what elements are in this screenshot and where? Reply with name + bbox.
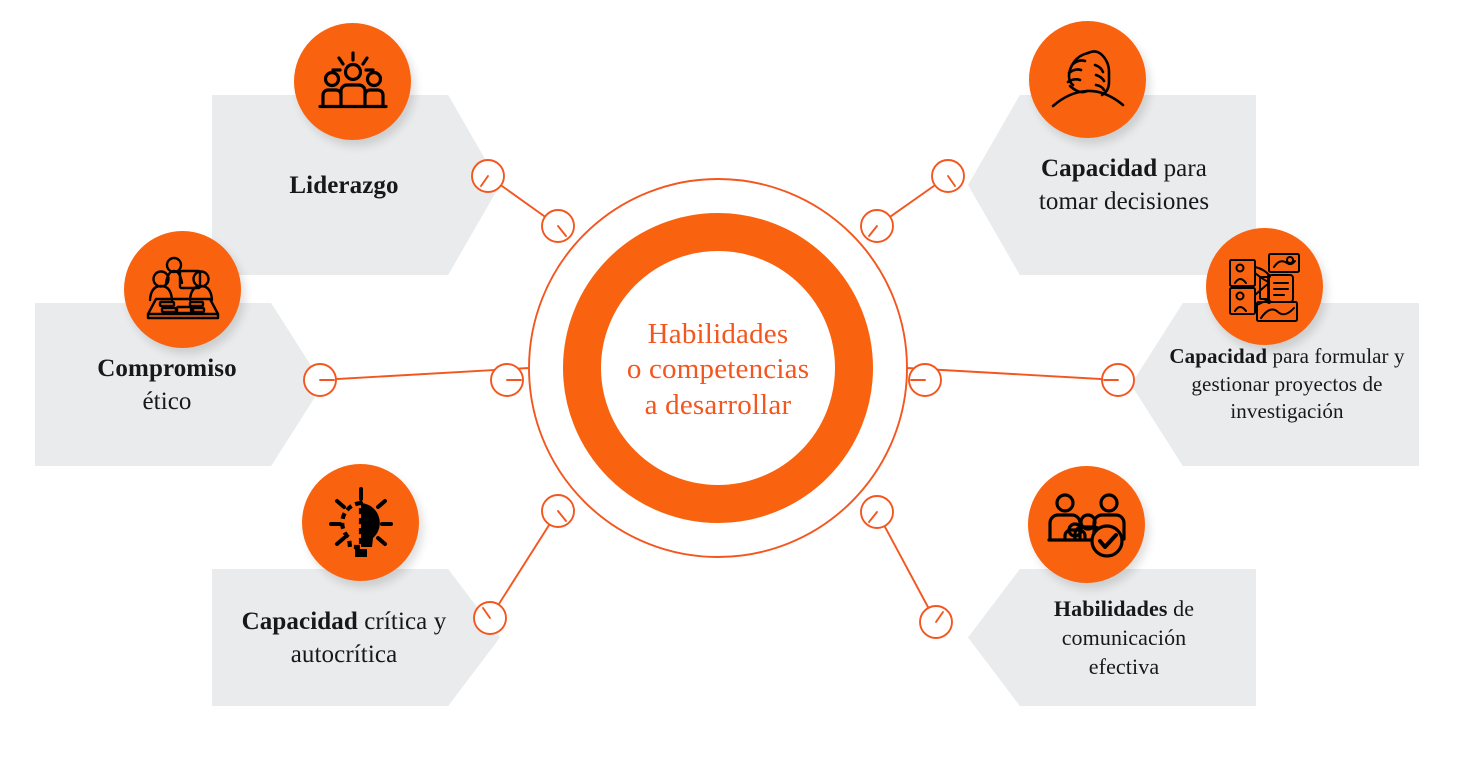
team-meeting-table-icon[interactable] (124, 231, 241, 348)
panel-decisiones-text: Capacidad para tomar decisiones (1029, 152, 1219, 218)
spoke-proyectos (906, 367, 1119, 381)
ring-node-proyectos (908, 363, 942, 397)
label-rest: autocrítica (290, 640, 398, 668)
label-bold: Compromiso (97, 354, 237, 382)
spoke-comunicacion (876, 511, 937, 623)
ring-node-critica (541, 494, 575, 528)
label-rest: gestionar proyectos de (1191, 371, 1383, 396)
label-bold: Capacidad (1169, 343, 1268, 368)
panel-critica-text: Capacidad crítica y autocrítica (232, 605, 457, 671)
center-title-line-2: o competencias (626, 353, 810, 386)
leadership-people-icon-glyph (317, 50, 388, 108)
panel-compromiso-text: Compromiso ético (87, 352, 246, 418)
label-rest: ético (142, 387, 192, 415)
label-bold: Capacidad (1041, 155, 1158, 182)
panel-node-proyectos (1101, 363, 1135, 397)
label-rest: para formular y (1267, 343, 1405, 368)
panel-capacidad-critica[interactable]: Capacidad crítica y autocrítica (212, 569, 500, 706)
panel-compromiso-etico[interactable]: Compromiso ético (35, 303, 323, 466)
handshake-clasped-hands-icon[interactable] (1029, 21, 1146, 138)
spoke-decisiones (876, 175, 949, 227)
lightbulb-idea-icon-glyph (328, 486, 393, 557)
ring-node-decisiones (860, 209, 894, 243)
panel-node-decisiones (931, 159, 965, 193)
team-meeting-table-icon-glyph (146, 256, 219, 319)
panel-liderazgo-text: Liderazgo (279, 169, 408, 202)
spoke-critica (489, 510, 559, 619)
project-planning-board-icon[interactable] (1206, 228, 1323, 345)
panel-node-comunicacion (919, 605, 953, 639)
handshake-clasped-hands-icon-glyph (1051, 49, 1124, 107)
ring-node-comunicacion (860, 495, 894, 529)
group-check-communication-icon-glyph (1046, 492, 1126, 558)
label-rest: efectiva (1088, 654, 1160, 680)
project-planning-board-icon-glyph (1228, 252, 1300, 322)
panel-comunicacion-text: Habilidades de comunicación efectiva (1044, 594, 1204, 681)
label-rest: investigación (1230, 399, 1344, 424)
center-title: Habilidades o competencias a desarrollar (598, 300, 838, 440)
label-bold: Habilidades (1053, 595, 1168, 621)
label-rest: tomar decisiones (1038, 188, 1210, 215)
group-check-communication-icon[interactable] (1028, 466, 1145, 583)
label-rest: de (1167, 595, 1195, 621)
leadership-people-icon[interactable] (294, 23, 411, 140)
center-title-line-1: Habilidades (647, 317, 789, 350)
spoke-compromiso (319, 367, 530, 381)
center-title-line-3: a desarrollar (644, 388, 792, 421)
panel-proyectos-text: Capacidad para formular y gestionar proy… (1159, 343, 1414, 426)
ring-node-liderazgo (541, 209, 575, 243)
label-bold: Liderazgo (289, 171, 399, 199)
ring-node-compromiso (490, 363, 524, 397)
lightbulb-idea-icon[interactable] (302, 464, 419, 581)
label-rest: crítica y (357, 607, 447, 635)
label-rest: para (1157, 155, 1207, 182)
panel-comunicacion-efectiva[interactable]: Habilidades de comunicación efectiva (968, 569, 1256, 706)
label-rest: comunicación (1061, 624, 1187, 650)
label-bold: Capacidad (241, 607, 358, 635)
